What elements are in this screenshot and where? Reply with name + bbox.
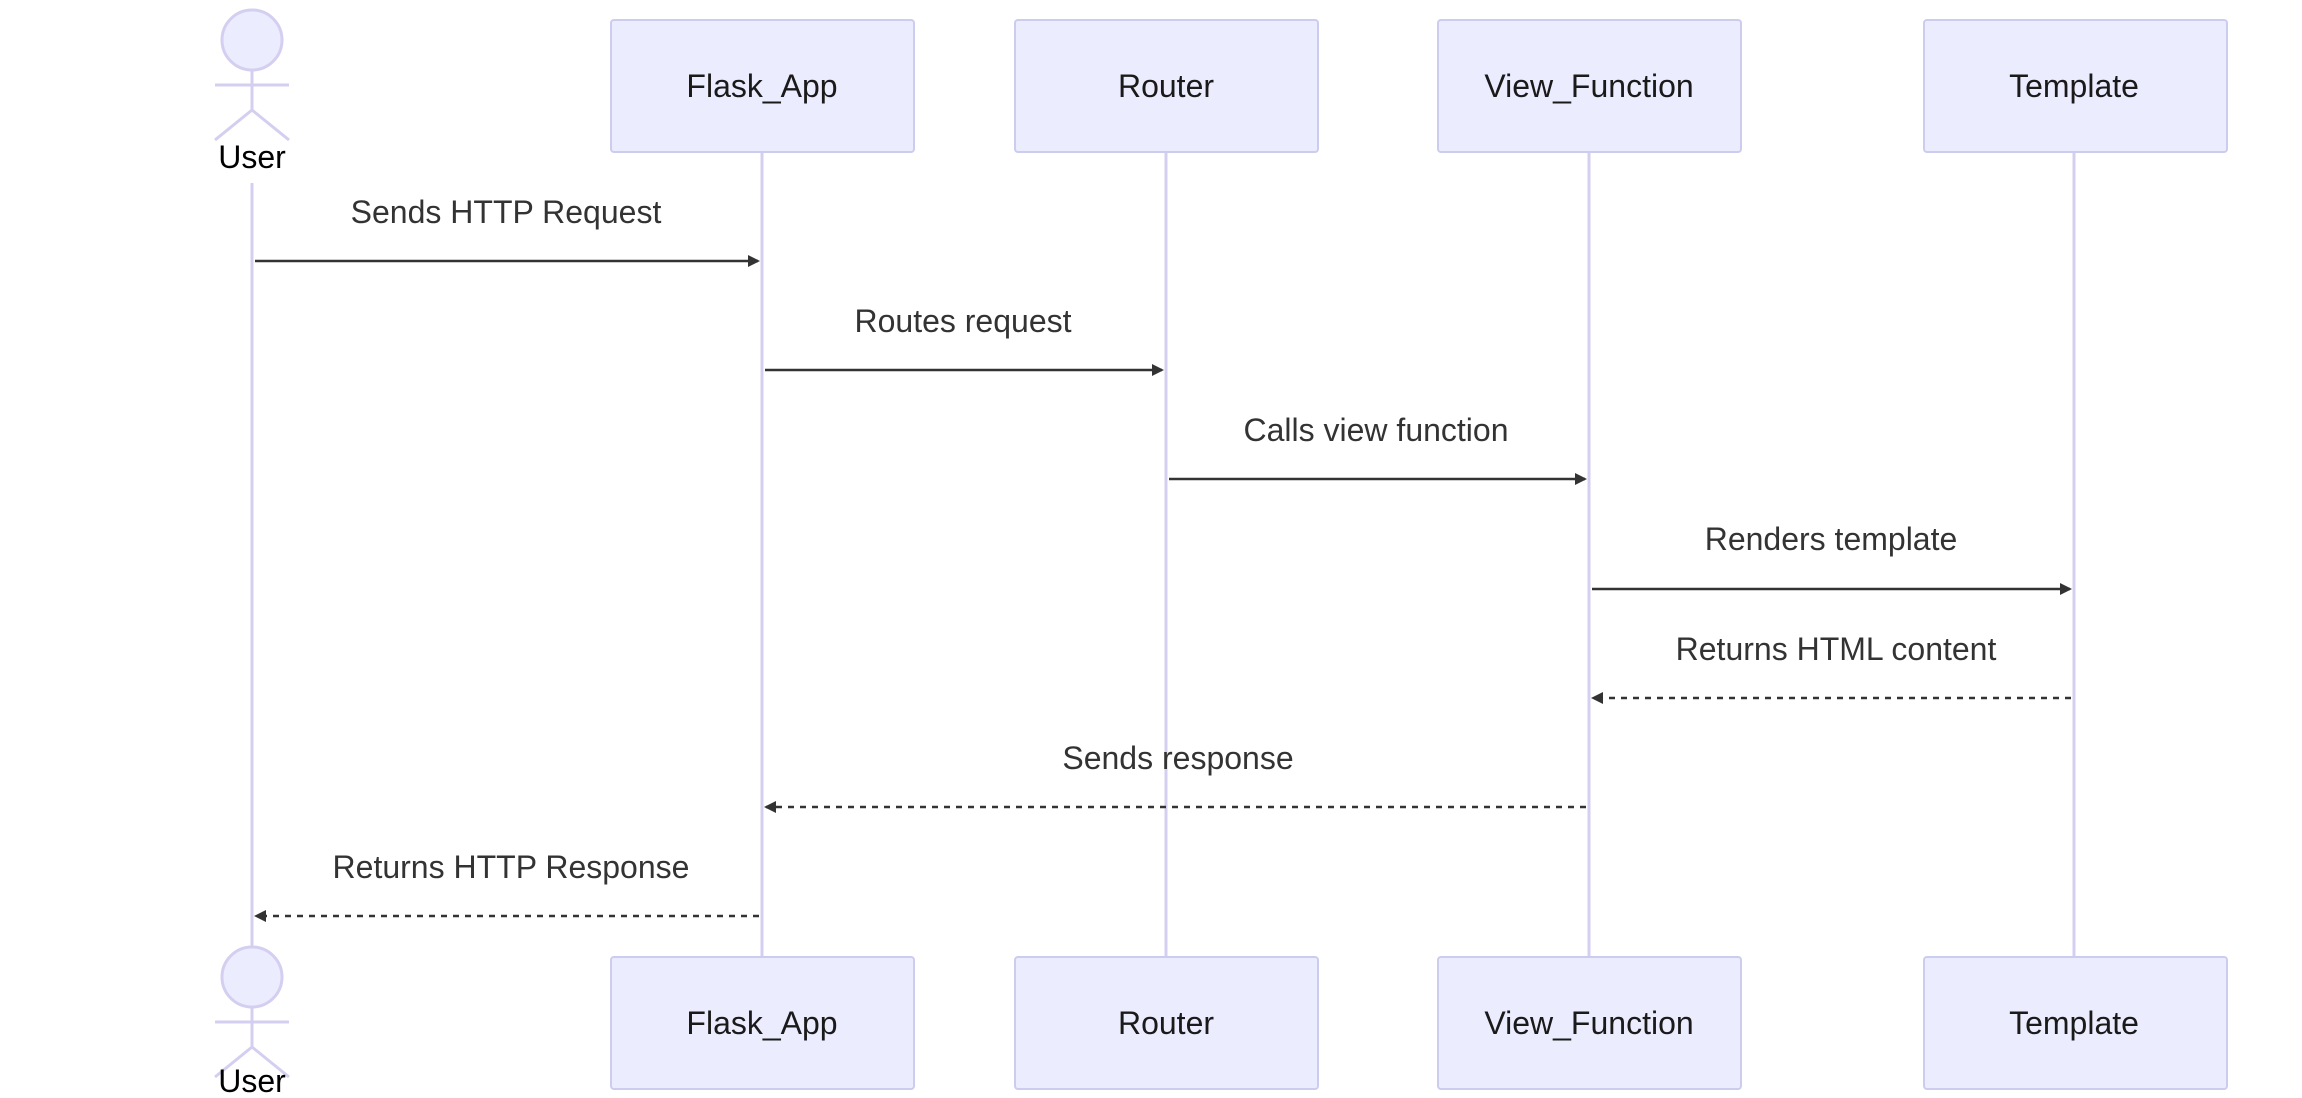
- participant-label: Flask_App: [686, 1005, 837, 1041]
- participant-label: Template: [2009, 1005, 2139, 1041]
- participant-label: View_Function: [1484, 68, 1693, 104]
- message-7: Returns HTTP Response: [254, 849, 759, 922]
- actor-head: [220, 945, 284, 1009]
- participant-label: Router: [1118, 68, 1214, 104]
- actor-user-bottom: User: [214, 945, 290, 1098]
- message-label: Sends response: [1062, 740, 1293, 776]
- message-3: Calls view function: [1169, 412, 1587, 485]
- participant-template-bottom: Template: [1923, 956, 2228, 1090]
- message-4: Renders template: [1592, 521, 2072, 595]
- actor-label: User: [218, 139, 286, 175]
- message-label: Routes request: [854, 303, 1071, 339]
- participant-label: Flask_App: [686, 68, 837, 104]
- message-6: Sends response: [764, 740, 1586, 813]
- actor-user-top: User: [214, 8, 290, 175]
- message-1: Sends HTTP Request: [255, 194, 760, 267]
- message-label: Returns HTML content: [1676, 631, 1997, 667]
- participant-router-bottom: Router: [1014, 956, 1319, 1090]
- participant-template-top: Template: [1923, 19, 2228, 153]
- participant-label: Router: [1118, 1005, 1214, 1041]
- message-label: Calls view function: [1244, 412, 1509, 448]
- message-label: Sends HTTP Request: [351, 194, 662, 230]
- actor-label: User: [218, 1063, 286, 1098]
- participant-flask-app-bottom: Flask_App: [610, 956, 915, 1090]
- participant-label: Template: [2009, 68, 2139, 104]
- participant-view-function-top: View_Function: [1437, 19, 1742, 153]
- participant-flask-app-top: Flask_App: [610, 19, 915, 153]
- message-label: Returns HTTP Response: [333, 849, 690, 885]
- message-label: Renders template: [1705, 521, 1958, 557]
- actor-head: [220, 8, 284, 72]
- message-5: Returns HTML content: [1591, 631, 2071, 704]
- participant-label: View_Function: [1484, 1005, 1693, 1041]
- participant-router-top: Router: [1014, 19, 1319, 153]
- participant-view-function-bottom: View_Function: [1437, 956, 1742, 1090]
- message-2: Routes request: [765, 303, 1164, 376]
